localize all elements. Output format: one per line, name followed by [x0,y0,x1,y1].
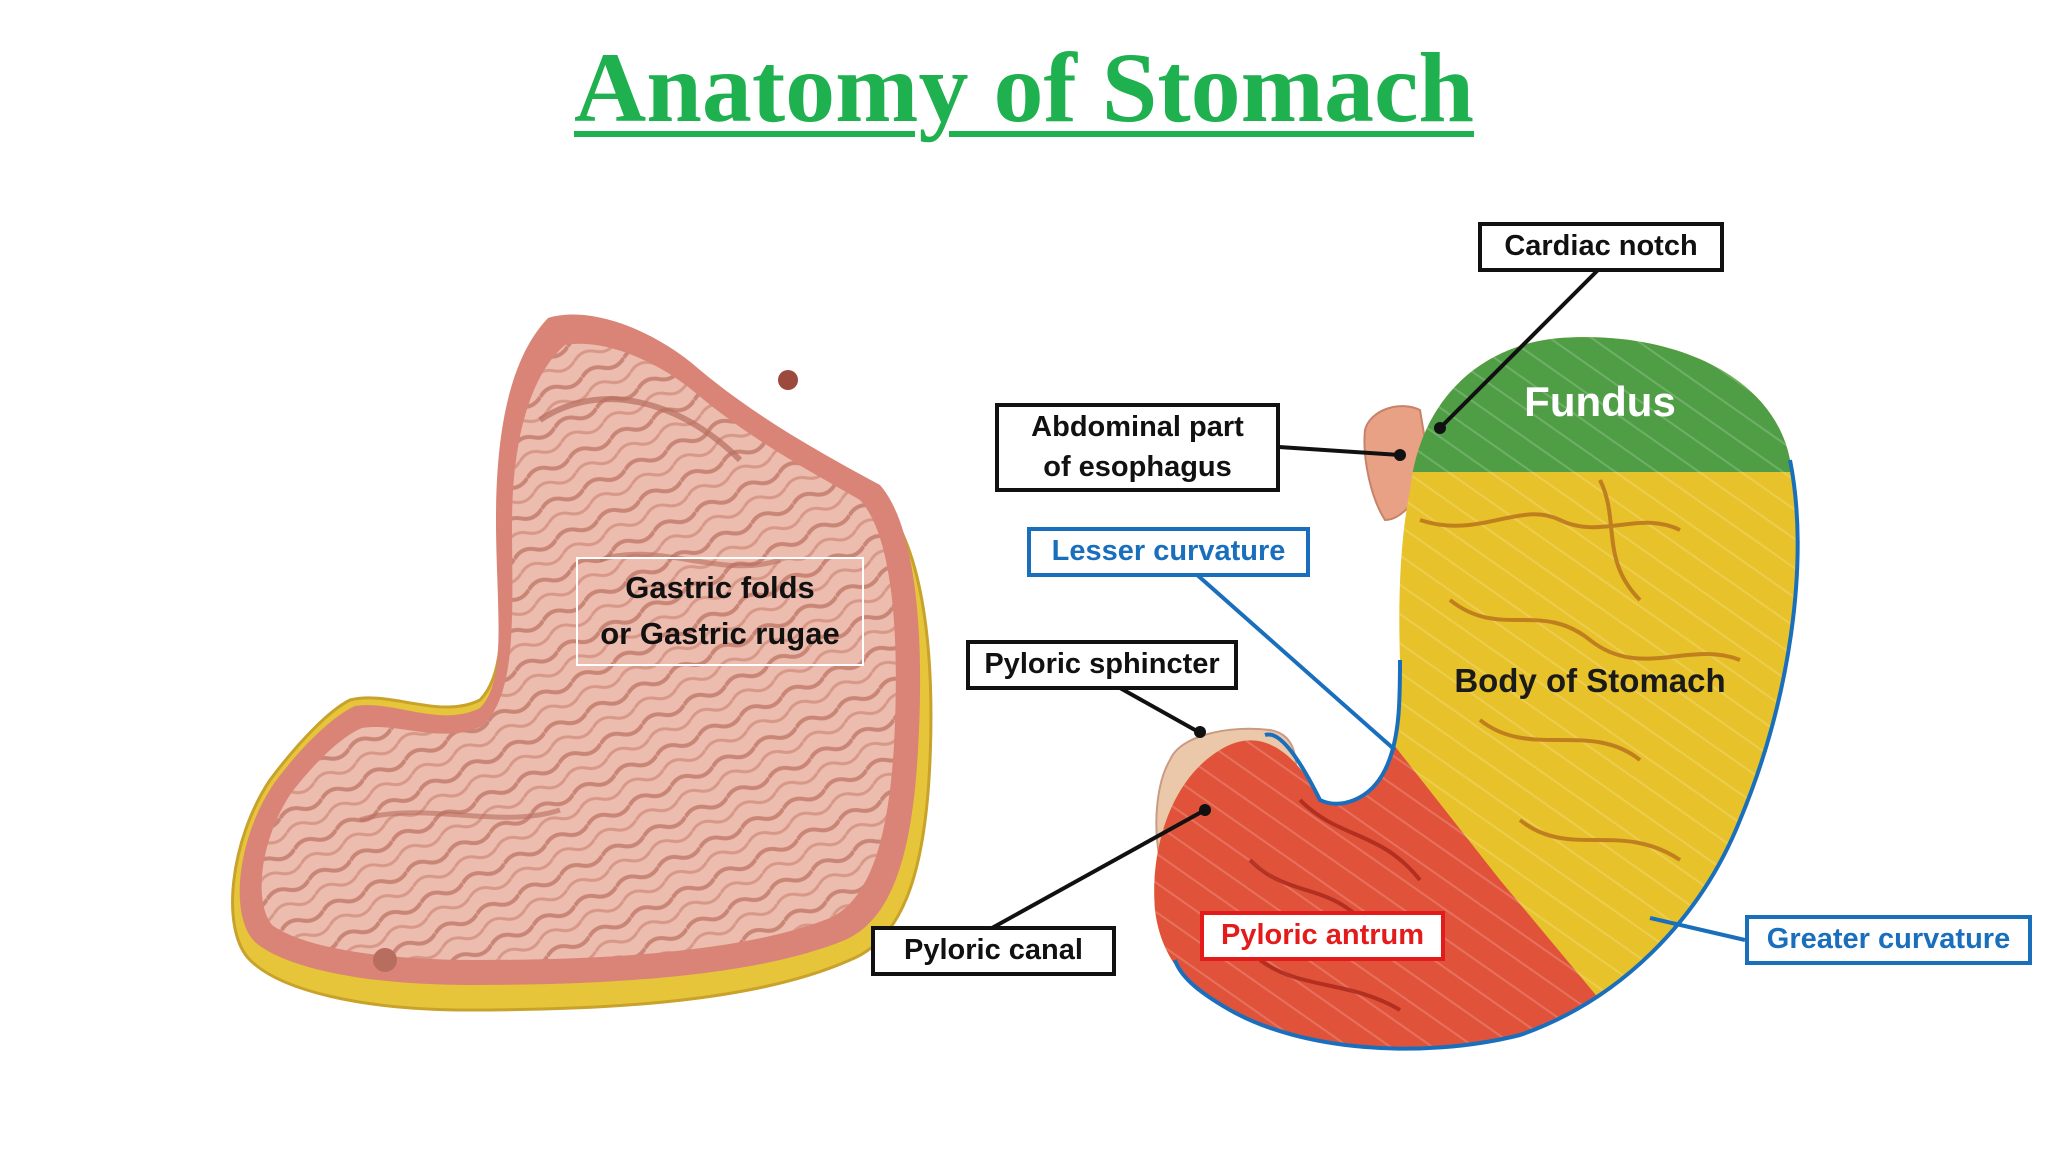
page-title: Anatomy of Stomach [574,32,1474,143]
gastric-folds-label-box [576,557,864,666]
opened-stomach-image [231,314,933,1012]
greater-curvature-label: Greater curvature [1745,915,2032,965]
pyloric-canal-label: Pyloric canal [871,926,1116,976]
abdominal-line1: Abdominal part [1031,411,1244,443]
abdominal-esophagus-label: Abdominal part of esophagus [995,403,1280,492]
curvature-leader-lines [1193,571,1746,942]
pyloric-sphincter-label: Pyloric sphincter [966,640,1238,690]
pyloric-antrum-label: Pyloric antrum [1200,911,1445,961]
cardiac-notch-label: Cardiac notch [1478,222,1724,272]
abdominal-line2: of esophagus [1043,451,1232,483]
lesser-curvature-label: Lesser curvature [1027,527,1310,577]
gastric-folds-line1: Gastric folds [625,570,815,605]
leader-lines [991,266,1602,930]
fundus-label: Fundus [1524,378,1676,425]
gastric-folds-line2: or Gastric rugae [600,616,840,651]
body-of-stomach-label: Body of Stomach [1454,662,1726,699]
gastric-folds-label: Gastric folds or Gastric rugae [577,565,863,657]
